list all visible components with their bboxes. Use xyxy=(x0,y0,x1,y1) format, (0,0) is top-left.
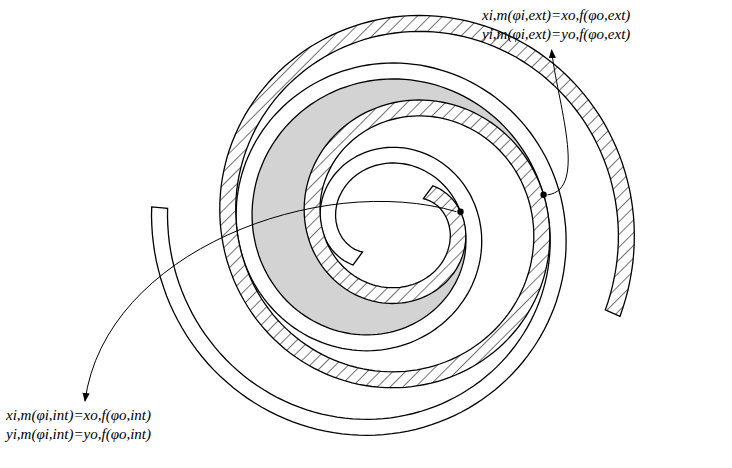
contact-equation: xi,m(φi,ext)=xo,f(φo,ext)yi,m(φi,ext)=yo… xyxy=(482,6,630,44)
leader-line xyxy=(548,50,569,195)
contact-equation: xi,m(φi,int)=xo,f(φo,int)yi,m(φi,int)=yo… xyxy=(6,406,151,444)
contact-point xyxy=(457,209,463,215)
equation-line: xi,m(φi,ext)=xo,f(φo,ext) xyxy=(482,6,630,25)
equation-line: yi,m(φi,ext)=yo,f(φo,ext) xyxy=(482,25,630,44)
contact-point xyxy=(540,192,546,198)
equation-line: yi,m(φi,int)=yo,f(φo,int) xyxy=(6,425,151,444)
equation-line: xi,m(φi,int)=xo,f(φo,int) xyxy=(6,406,151,425)
leader-line xyxy=(85,201,457,401)
orbiting-scroll xyxy=(220,16,635,388)
